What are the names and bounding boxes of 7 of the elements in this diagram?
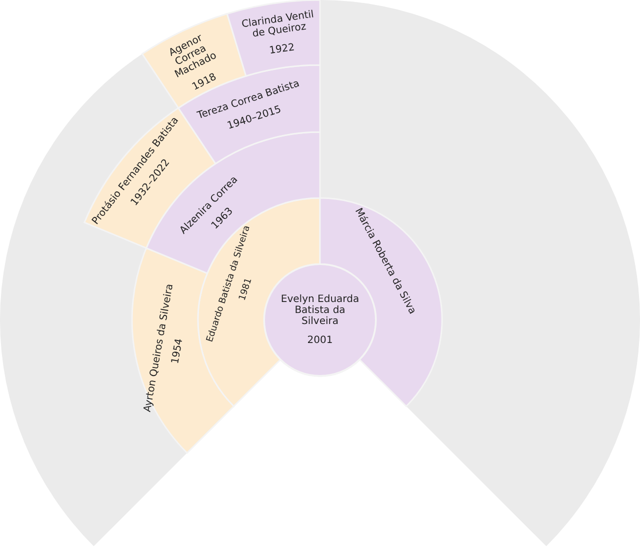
life-dates: 1981 [238, 277, 256, 302]
life-dates: 2001 [307, 335, 333, 346]
person-name: Evelyn Eduarda Batista da Silveira [280, 294, 360, 327]
person-name: Clarinda Ventil de Queiroz [240, 9, 316, 42]
life-dates: 1954 [170, 338, 185, 365]
ancestor-segment [226, 0, 321, 77]
life-dates: 1922 [268, 42, 296, 57]
